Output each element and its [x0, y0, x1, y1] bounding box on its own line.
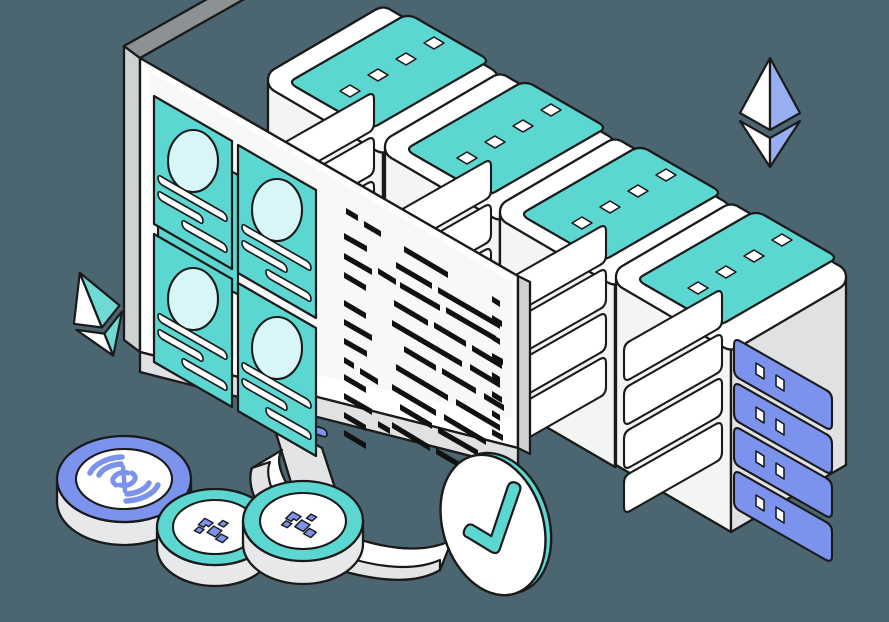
- profile-card-2[interactable]: [236, 143, 318, 320]
- card-text-line: [265, 268, 312, 303]
- dollar-stroke-icon: [120, 464, 128, 494]
- binance-mark-icon: [280, 511, 318, 539]
- verification-badge[interactable]: [423, 439, 568, 609]
- ethereum-token-top-right: [738, 56, 802, 169]
- ethereum-token-left: [72, 271, 124, 357]
- card-text-line: [241, 239, 288, 274]
- card-text-line: [241, 361, 312, 410]
- card-text-line: [241, 377, 288, 412]
- profile-card-4[interactable]: [236, 281, 318, 458]
- binance-mark-icon: [193, 517, 229, 544]
- card-text-line: [157, 174, 228, 223]
- card-text-line: [241, 223, 312, 272]
- card-text-line: [157, 190, 204, 225]
- code-gutter: [344, 208, 396, 449]
- ethereum-diamond-icon-right-upper: [78, 271, 121, 329]
- monitor-right-edge: [516, 274, 532, 456]
- avatar: [250, 315, 304, 381]
- check-mark-icon: [462, 481, 522, 555]
- code-markers: [492, 296, 503, 441]
- screen-profile-cards: [152, 94, 318, 458]
- ethereum-diamond-icon-right-lower: [103, 310, 124, 357]
- card-text-line: [181, 357, 228, 392]
- profile-card-1[interactable]: [152, 94, 234, 271]
- card-text-line: [181, 219, 228, 254]
- profile-card-3[interactable]: [152, 232, 234, 409]
- coin-bnb-front[interactable]: [241, 479, 365, 586]
- avatar: [250, 177, 304, 243]
- ethereum-diamond-icon-right-lower: [768, 119, 802, 169]
- avatar: [166, 266, 220, 332]
- ethereum-diamond-icon-right-upper: [768, 56, 802, 132]
- server-rack-4: [614, 203, 848, 562]
- dollar-circle-icon: [87, 454, 161, 504]
- monitor-edge: [122, 44, 142, 354]
- card-text-line: [265, 406, 312, 441]
- monitor-top-edge: [122, 0, 245, 60]
- avatar: [166, 128, 220, 194]
- card-text-line: [157, 312, 228, 361]
- card-text-line: [157, 328, 204, 363]
